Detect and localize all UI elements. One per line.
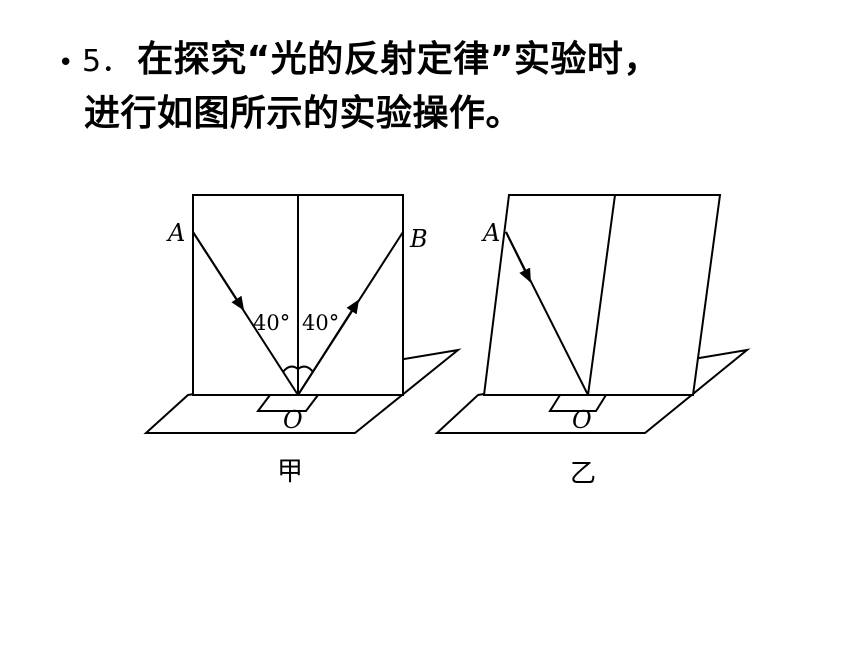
question-line-2: 进行如图所示的实验操作。 (58, 84, 838, 136)
figure-yi (434, 194, 751, 434)
label-b-jia: B (409, 225, 428, 253)
question-line-1: • 5． 在探究“光的反射定律”实验时， (58, 30, 838, 82)
caption-jia: 甲 (277, 457, 303, 487)
incident-arrow-jia (192, 231, 245, 311)
experiment-figure: A B O 40° 40° 甲 A O 乙 (140, 185, 760, 499)
angle-arc-left-jia (282, 365, 299, 373)
experiment-diagram: A B O 40° 40° 甲 A O 乙 (143, 194, 751, 489)
o-marker-rect-yi (548, 394, 608, 412)
label-o-yi: O (572, 406, 592, 434)
question-number: 5． (82, 44, 132, 79)
figure-jia (143, 194, 462, 434)
angle-label-left-jia: 40° (253, 311, 290, 335)
label-a-yi: A (481, 219, 500, 247)
o-marker-rect-jia (256, 394, 320, 412)
labels-jia: A B O (166, 219, 428, 434)
reflected-arrow-jia (297, 299, 360, 396)
question-line1-text: 在探究“光的反射定律”实验时， (137, 39, 660, 80)
angle-arc-right-jia (297, 365, 314, 373)
angle-label-right-jia: 40° (302, 311, 339, 335)
label-a-jia: A (166, 219, 185, 247)
question-text: • 5． 在探究“光的反射定律”实验时， 进行如图所示的实验操作。 (58, 30, 838, 136)
label-o-jia: O (283, 406, 303, 434)
caption-yi: 乙 (570, 459, 596, 489)
angle-labels-jia: 40° 40° (253, 311, 339, 335)
incident-arrow-yi (505, 231, 531, 283)
labels-yi: A O (481, 219, 592, 434)
board-line-yi (587, 194, 616, 396)
bullet: • (58, 48, 74, 78)
question-line2-text: 进行如图所示的实验操作。 (84, 93, 523, 134)
